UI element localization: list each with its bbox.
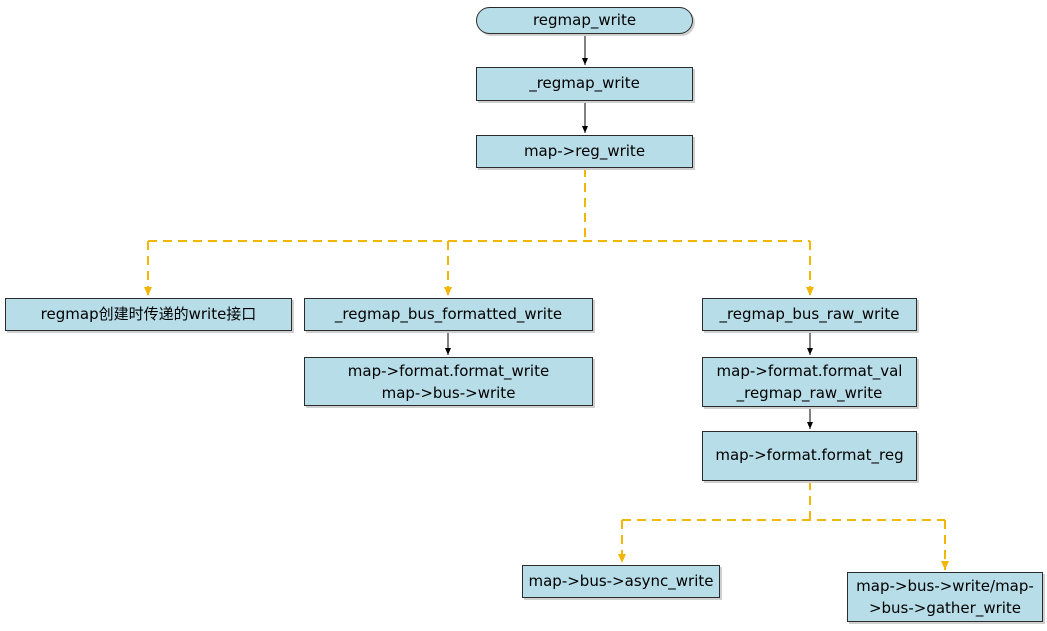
creation-write-node: regmap创建时传递的write接口 — [5, 298, 292, 331]
async-write-label: map->bus->async_write — [528, 571, 714, 590]
bus-raw-write-label: _regmap_bus_raw_write — [719, 304, 900, 323]
format-val-line2: _regmap_raw_write — [736, 384, 883, 402]
gather-write-line1: map->bus->write/map- — [856, 577, 1034, 595]
_regmap-write-label: _regmap_write — [529, 74, 640, 92]
gather-write-line2: >bus->gather_write — [868, 599, 1022, 617]
format-val-node: map->format.format_val _regmap_raw_write — [702, 357, 917, 407]
format-val-line1: map->format.format_val — [716, 362, 903, 380]
reg-write-node: map->reg_write — [476, 135, 693, 168]
regmap-write-node: regmap_write — [476, 7, 693, 34]
dashed-branch-reg-write — [144, 168, 814, 296]
creation-write-label: regmap创建时传递的write接口 — [40, 304, 257, 323]
format-reg-label: map->format.format_reg — [715, 446, 904, 464]
format-reg-node: map->format.format_reg — [702, 431, 917, 481]
bus-formatted-write-label: _regmap_bus_formatted_write — [334, 304, 563, 323]
bus-raw-write-node: _regmap_bus_raw_write — [702, 298, 917, 331]
reg-write-label: map->reg_write — [523, 141, 646, 160]
gather-write-node: map->bus->write/map- >bus->gather_write — [847, 572, 1043, 622]
bus-formatted-write-node: _regmap_bus_formatted_write — [304, 298, 593, 331]
async-write-node: map->bus->async_write — [522, 565, 720, 598]
_regmap-write-node: _regmap_write — [476, 67, 693, 101]
format-write-line2: map->bus->write — [381, 383, 516, 402]
dashed-branch-format-reg — [618, 481, 949, 570]
format-write-node: map->format.format_write map->bus->write — [304, 357, 593, 406]
format-write-line1: map->format.format_write — [347, 361, 550, 380]
regmap-write-label: regmap_write — [532, 10, 637, 29]
